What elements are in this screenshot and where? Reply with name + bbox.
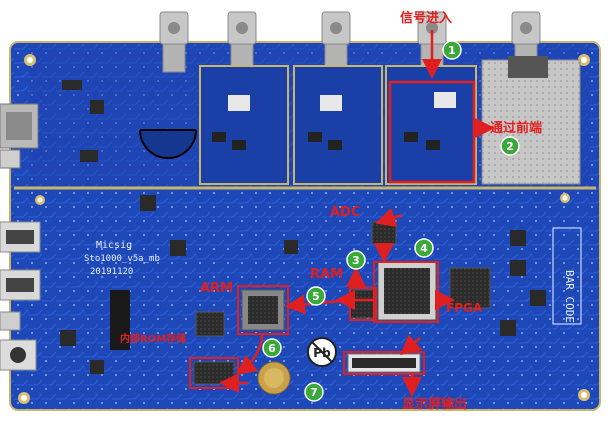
label-internal-flash: 内部ROM存储 xyxy=(120,332,186,345)
label-fpga: FPGA xyxy=(446,301,483,315)
micro-usb-port xyxy=(0,311,21,331)
ethernet-port xyxy=(0,103,39,169)
frontend-modules xyxy=(199,65,477,185)
no-symbol-icon: Pb xyxy=(307,337,337,367)
step-markers: 1 2 3 4 5 6 7 xyxy=(262,40,520,402)
svg-text:7: 7 xyxy=(310,386,318,399)
coin-cell-outline xyxy=(139,129,197,159)
step-7: 7 xyxy=(304,382,324,402)
usb-port-1 xyxy=(0,221,41,253)
shield-can xyxy=(481,56,581,185)
step-3: 3 xyxy=(346,250,366,270)
dc-jack xyxy=(0,339,37,371)
svg-text:2: 2 xyxy=(506,140,514,153)
label-front-end: 通过前端 xyxy=(490,120,542,136)
svg-text:5: 5 xyxy=(312,290,320,303)
coin-battery xyxy=(257,361,291,395)
silkscreen-text: Micsig Sto1000_v5a_mb 20191120 BAR CODE xyxy=(84,227,582,325)
step-6: 6 xyxy=(262,338,282,358)
usb-port-2 xyxy=(0,269,41,301)
svg-text:4: 4 xyxy=(420,242,428,255)
svg-text:6: 6 xyxy=(268,342,276,355)
step-1: 1 xyxy=(442,40,462,60)
label-display-out: 显示屏输出 xyxy=(402,396,467,412)
step-5: 5 xyxy=(306,286,326,306)
label-adc: ADC xyxy=(330,205,360,220)
fpga-chip xyxy=(377,261,437,321)
silk-barcode: BAR CODE xyxy=(563,270,576,323)
bnc-connectors xyxy=(159,11,541,73)
aux-chip xyxy=(449,267,491,309)
ram-chip xyxy=(349,289,375,319)
silk-model: Sto1000_v5a_mb xyxy=(84,254,160,264)
display-highlight-box xyxy=(343,351,425,375)
step-2: 2 xyxy=(500,136,520,156)
svg-text:1: 1 xyxy=(448,44,456,57)
silk-brand: Micsig xyxy=(96,240,132,251)
svg-text:3: 3 xyxy=(352,254,360,267)
arm-chip xyxy=(241,289,285,331)
frontend-highlight-box xyxy=(388,80,476,184)
smd-components xyxy=(60,80,546,374)
display-connector xyxy=(347,353,421,373)
label-ram: RAM xyxy=(310,267,343,282)
label-signal-in: 信号进入 xyxy=(400,10,452,26)
adc-chip xyxy=(371,221,397,245)
label-arm: ARM xyxy=(200,281,233,296)
silk-date: 20191120 xyxy=(90,267,133,277)
step-4: 4 xyxy=(414,238,434,258)
pin-header xyxy=(110,290,130,350)
